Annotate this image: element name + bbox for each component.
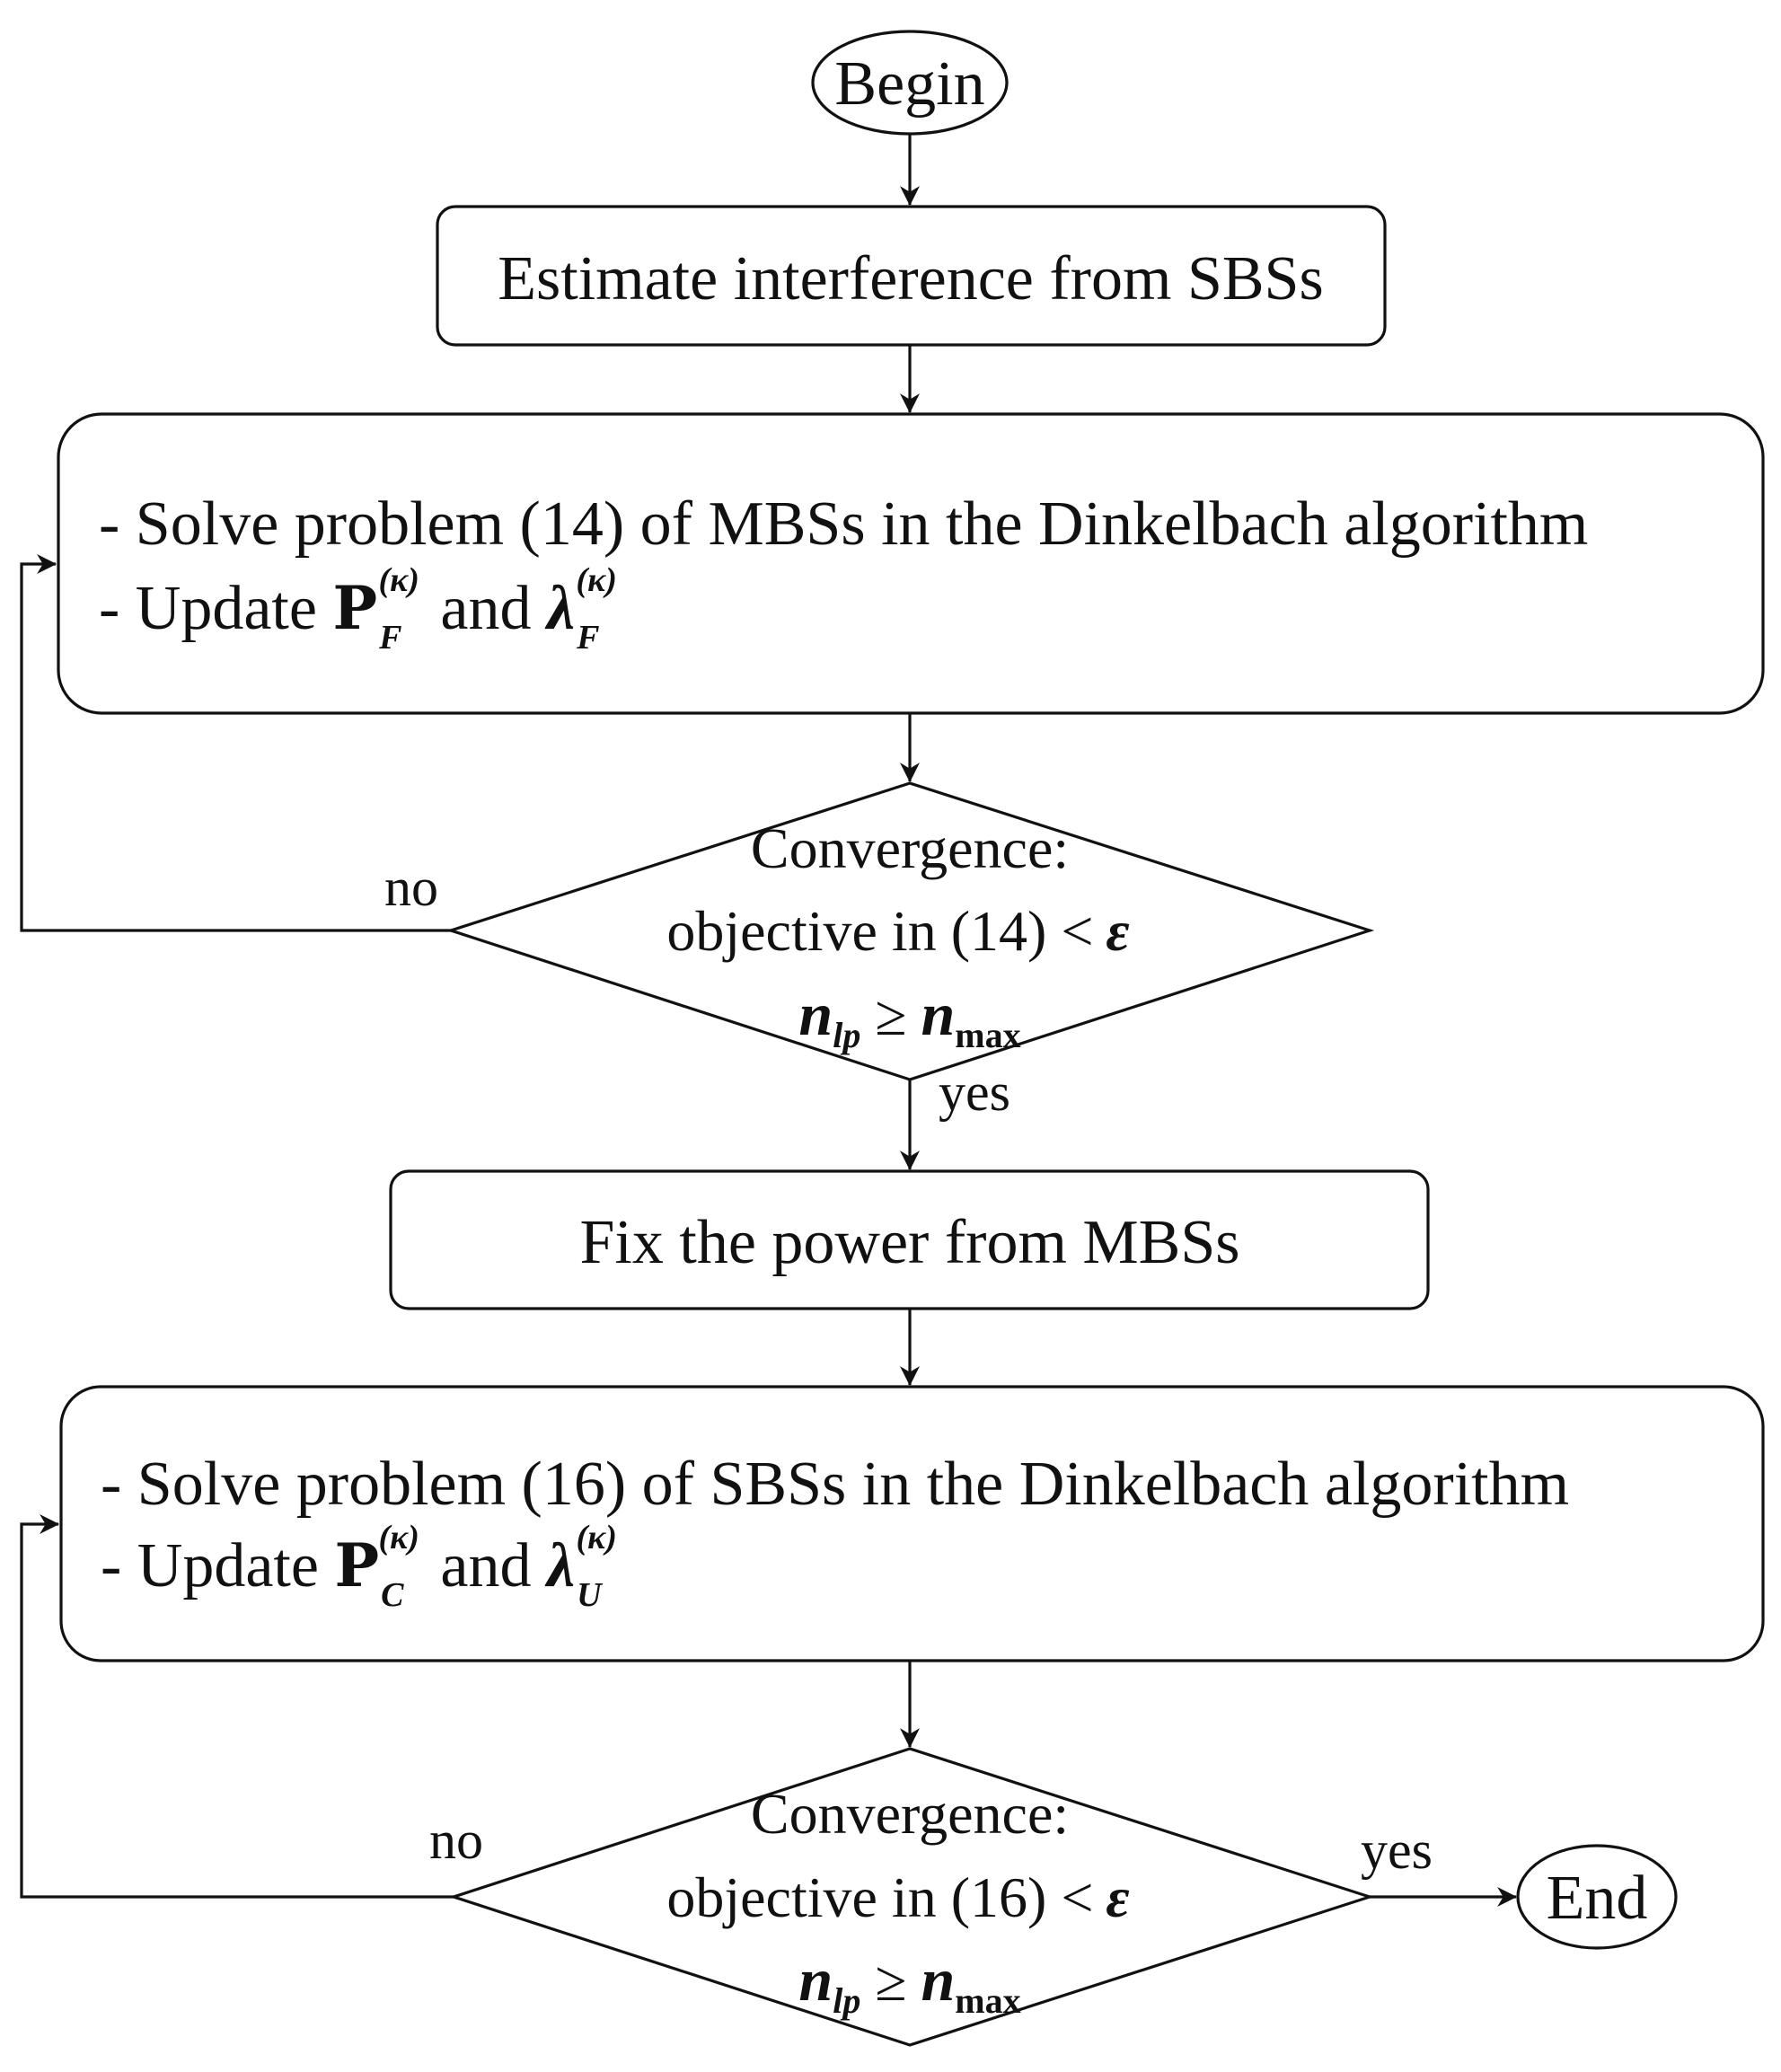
edge-label-no2: no (429, 1811, 483, 1870)
edge-decision2-no-loop (20, 1514, 454, 1899)
decision1-line3: nlp ≥ nmax (798, 980, 1020, 1055)
end-label: End (1547, 1864, 1648, 1933)
mbs-step-node: - Solve problem (14) of MBSs in the Dink… (57, 412, 1765, 715)
edge-label-yes1: yes (939, 1062, 1010, 1122)
sbs-step-node: - Solve problem (16) of SBSs in the Dink… (59, 1385, 1765, 1662)
decision2-node: Convergence: objective in (16) <ε nlp ≥ … (448, 1747, 1375, 2047)
edge-label-yes2: yes (1361, 1821, 1433, 1880)
mbs-step-line2: - Update PF(κ) and λF(κ) (99, 561, 617, 657)
fix-label: Fix the power from MBSs (580, 1208, 1240, 1277)
end-node: End (1516, 1844, 1678, 1950)
estimate-label: Estimate interference from SBSs (498, 244, 1323, 313)
decision2-line2: objective in (16) <ε (666, 1865, 1129, 1929)
edge-decision1-no-loop (20, 554, 451, 932)
decision2-line1: Convergence: (751, 1782, 1069, 1846)
estimate-node: Estimate interference from SBSs (436, 205, 1387, 347)
decision1-line1: Convergence: (751, 816, 1069, 880)
begin-node: Begin (811, 30, 1009, 136)
sbs-step-line1: - Solve problem (16) of SBSs in the Dink… (101, 1450, 1569, 1519)
mbs-step-line1: - Solve problem (14) of MBSs in the Dink… (99, 489, 1588, 559)
begin-label: Begin (834, 49, 984, 119)
edge-label-no1: no (384, 858, 438, 917)
decision1-line2: objective in (14) <ε (666, 899, 1129, 963)
fix-node: Fix the power from MBSs (389, 1169, 1430, 1310)
sbs-step-line2: - Update PC(κ) and λU(κ) (101, 1519, 617, 1614)
decision1-node: Convergence: objective in (14) <ε nlp ≥ … (445, 781, 1375, 1081)
decision2-line3: nlp ≥ nmax (798, 1945, 1020, 2021)
